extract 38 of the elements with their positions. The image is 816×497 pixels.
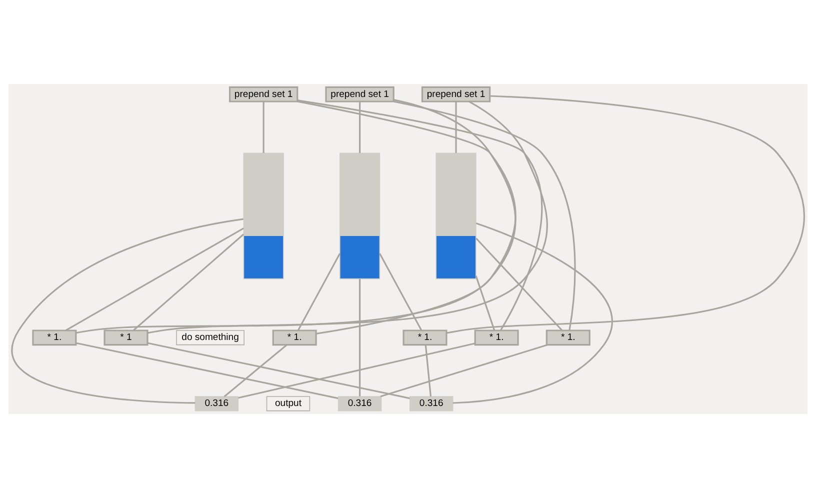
connector [359, 278, 361, 396]
connector [76, 98, 516, 334]
node-bar [340, 152, 380, 279]
connector [262, 101, 264, 153]
connector [452, 222, 613, 404]
node-box: 0.316 [410, 396, 454, 411]
node-bar [436, 152, 476, 279]
node-bar [243, 152, 284, 279]
node-box: 0.316 [338, 396, 382, 411]
connector [65, 227, 244, 331]
connector [475, 237, 563, 331]
connector [359, 101, 361, 153]
node-box: * 1. [402, 329, 448, 346]
connector [147, 100, 548, 334]
connector [133, 233, 244, 330]
node-box: do something [176, 330, 244, 345]
node-box: * 1 [104, 329, 148, 346]
node-box: prepend set 1 [325, 86, 394, 102]
node-box: * 1. [272, 329, 317, 346]
connector [380, 344, 548, 397]
connector [424, 344, 432, 396]
node-box: * 1. [474, 329, 519, 346]
node-box: * 1. [546, 329, 590, 346]
connector [455, 101, 457, 153]
connector [379, 252, 422, 330]
connector [224, 344, 288, 397]
node-box: output [266, 396, 310, 411]
node-box: 0.316 [194, 396, 239, 411]
connector [475, 275, 496, 330]
connector [297, 252, 341, 330]
connector [238, 342, 476, 398]
connector [394, 100, 576, 330]
node-box: prepend set 1 [228, 86, 298, 102]
node-box: prepend set 1 [421, 86, 491, 102]
connector [147, 342, 410, 399]
connector [446, 94, 805, 334]
node-box: * 1. [32, 329, 77, 346]
connector [76, 342, 338, 399]
